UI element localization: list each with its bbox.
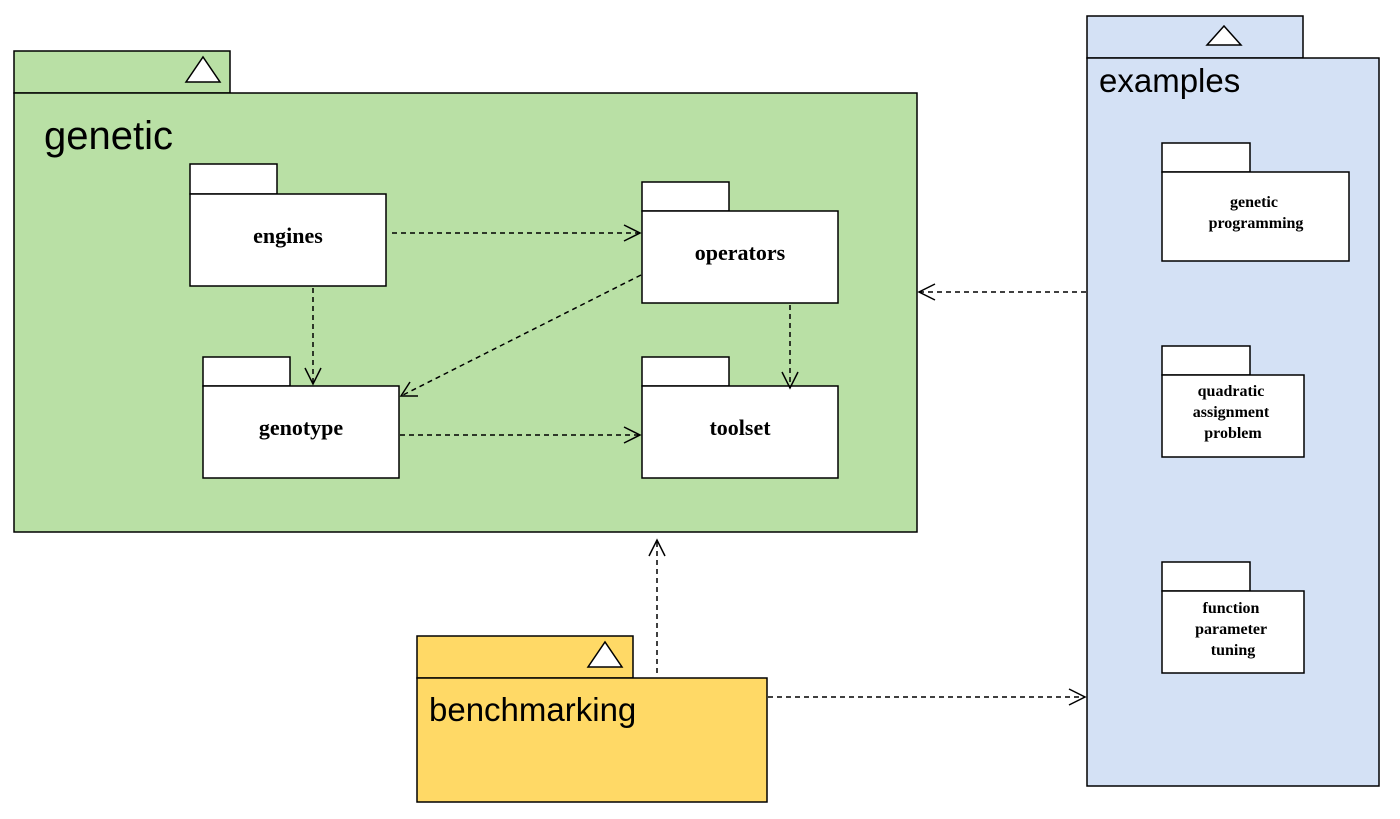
function-parameter-tuning-package-tab [1161,561,1251,592]
benchmarking-package[interactable]: benchmarking [416,635,768,803]
toolset-package[interactable]: toolset [641,356,839,479]
benchmarking-package-body [416,677,768,803]
operators-to-genotype-dependency [399,274,642,397]
operators-package-body [641,210,839,304]
collapse-triangle-icon[interactable] [184,55,222,83]
collapse-triangle-icon[interactable] [1205,24,1243,46]
benchmarking-package-label: benchmarking [429,691,636,728]
genetic-programming-package-body [1161,171,1350,262]
operators-package-tab [641,181,730,212]
genetic-programming-line-2: programming [1209,215,1304,232]
quadratic-assignment-problem-line-3: problem [1204,425,1262,442]
quadratic-assignment-problem-package-body [1161,374,1305,458]
toolset-package-tab [641,356,730,387]
genotype-to-toolset-dependency [400,426,642,444]
benchmarking-to-genetic-dependency [648,538,666,673]
function-parameter-tuning-label: function parameter tuning [1195,600,1271,659]
genetic-programming-package[interactable]: genetic programming [1161,142,1350,262]
engines-to-genotype-dependency [304,288,322,386]
genotype-package-label: genotype [259,415,344,440]
engines-package-body [189,193,387,287]
collapse-triangle-icon[interactable] [586,640,624,668]
examples-package-tab [1086,15,1304,59]
genetic-programming-label: genetic programming [1209,194,1304,232]
genetic-package-label: genetic [44,114,173,158]
examples-to-genetic-dependency [917,283,1086,301]
genotype-package-tab [202,356,291,387]
genotype-package[interactable]: genotype [202,356,400,479]
operators-to-toolset-dependency [781,305,799,390]
quadratic-assignment-problem-line-2: assignment [1193,404,1270,421]
function-parameter-tuning-package[interactable]: function parameter tuning [1161,561,1305,674]
function-parameter-tuning-line-2: parameter [1195,621,1267,638]
quadratic-assignment-problem-package-tab [1161,345,1251,376]
operators-package[interactable]: operators [641,181,839,304]
toolset-package-body [641,385,839,479]
function-parameter-tuning-line-3: tuning [1211,642,1255,659]
operators-package-label: operators [695,240,786,265]
function-parameter-tuning-package-body [1161,590,1305,674]
quadratic-assignment-problem-package[interactable]: quadratic assignment problem [1161,345,1305,458]
function-parameter-tuning-line-1: function [1203,600,1260,617]
quadratic-assignment-problem-line-1: quadratic [1198,383,1265,400]
engines-to-operators-dependency [392,224,642,242]
engines-package[interactable]: engines [189,163,387,287]
genetic-package[interactable]: genetic [13,50,918,533]
examples-package-label: examples [1099,62,1240,99]
quadratic-assignment-problem-label: quadratic assignment problem [1193,383,1273,442]
genetic-programming-line-1: genetic [1230,194,1278,211]
toolset-package-label: toolset [709,415,771,440]
benchmarking-to-examples-dependency [768,688,1087,706]
genotype-package-body [202,385,400,479]
genetic-programming-package-tab [1161,142,1251,173]
engines-package-tab [189,163,278,195]
engines-package-label: engines [253,223,323,248]
